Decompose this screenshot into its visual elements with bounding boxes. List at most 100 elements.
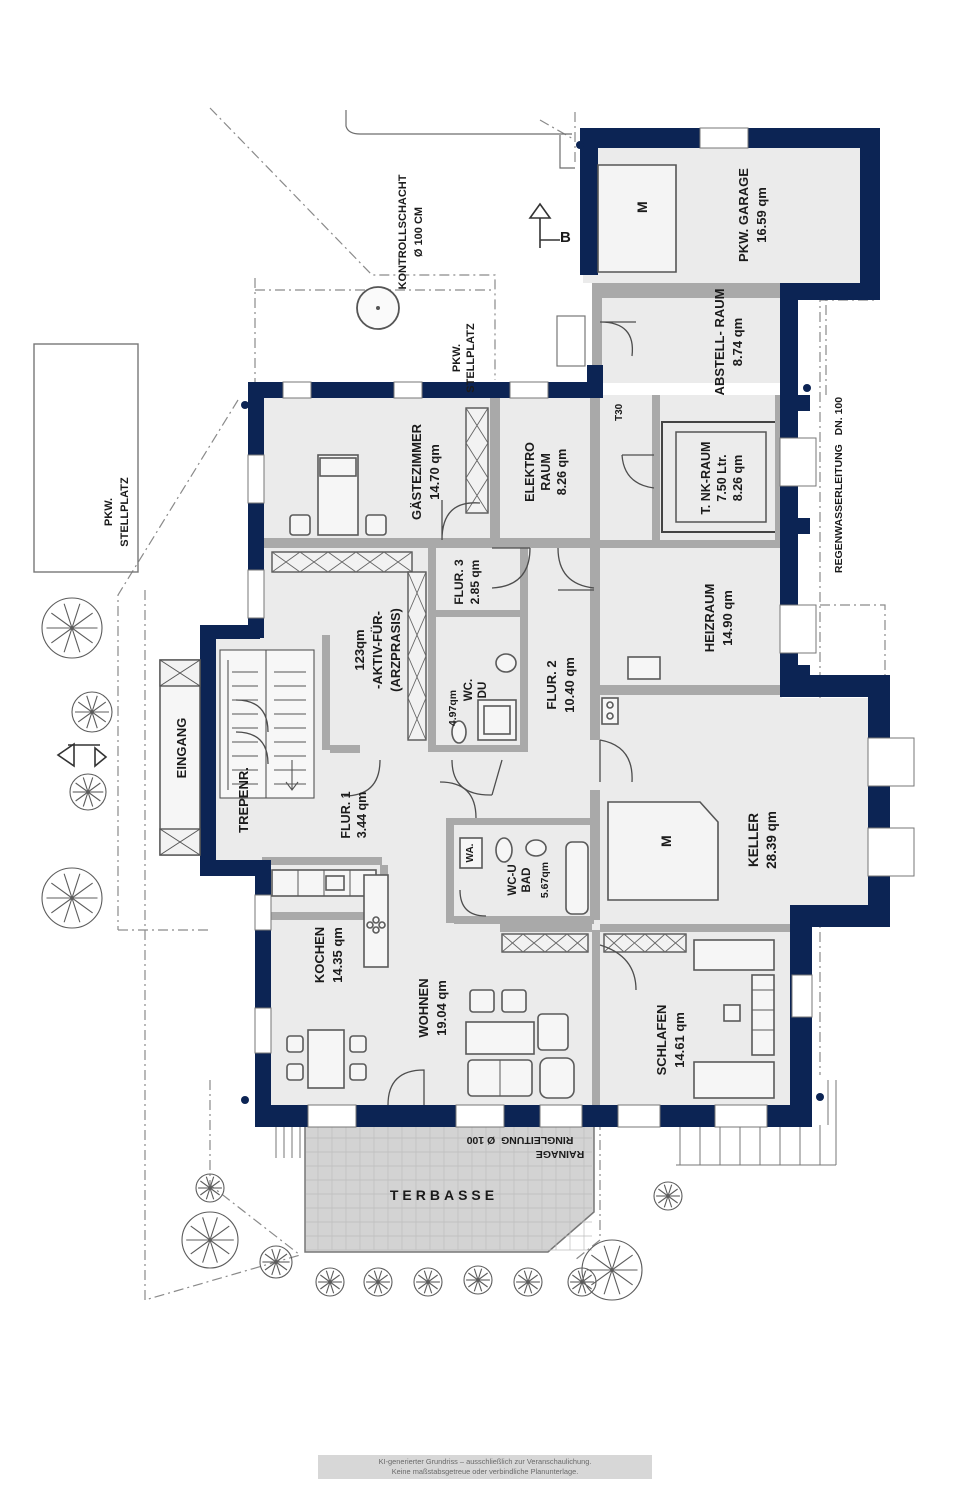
tree bbox=[181, 1211, 239, 1269]
tree-branch bbox=[209, 1187, 220, 1196]
room-abstell-label: ABSTELL- RAUM 8.74 qm bbox=[712, 289, 745, 396]
disclaimer-banner: KI-generierter Grundriss – ausschließlic… bbox=[318, 1455, 652, 1479]
tree-branch bbox=[468, 1279, 479, 1288]
tree bbox=[413, 1267, 443, 1297]
stellplatz-left-1: PKW. bbox=[103, 498, 115, 526]
tree-branch bbox=[63, 873, 73, 899]
room-eingang-label: EINGANG bbox=[174, 718, 189, 779]
abstell-name: ABSTELL- RAUM bbox=[712, 289, 727, 396]
room-heizraum-label: HEIZRAUM 14.90 qm bbox=[702, 584, 735, 653]
keller-area: 28.39 qm bbox=[764, 811, 779, 869]
flur2-name: FLUR. 2 bbox=[544, 660, 559, 709]
tree-branch bbox=[667, 1195, 678, 1204]
tree-branch bbox=[77, 711, 93, 723]
tree-branch bbox=[271, 1261, 277, 1276]
tree-branch bbox=[329, 1274, 340, 1283]
tree-branch bbox=[603, 1245, 613, 1271]
tree-branch bbox=[477, 1272, 488, 1281]
tree-branch bbox=[377, 1274, 388, 1283]
tree bbox=[315, 1267, 345, 1297]
flur2-area: 10.40 qm bbox=[562, 657, 577, 713]
tree-branch bbox=[82, 791, 89, 807]
tree-branch bbox=[581, 1281, 587, 1294]
tree-branch bbox=[377, 1281, 388, 1290]
terrasse-label: TERBASSE bbox=[390, 1187, 498, 1203]
tree-branch bbox=[320, 1281, 331, 1290]
tree-branch bbox=[581, 1270, 587, 1283]
tree-branch bbox=[275, 1261, 288, 1271]
tree-branch bbox=[373, 1270, 379, 1283]
tree-branch bbox=[271, 1248, 277, 1263]
kochen-name: KOCHEN bbox=[312, 927, 327, 983]
tree-branch bbox=[86, 711, 93, 729]
heizraum-name: HEIZRAUM bbox=[702, 584, 717, 653]
tree-branch bbox=[518, 1274, 529, 1283]
tree-branch bbox=[368, 1274, 379, 1283]
wcbad-name-1: WC-U bbox=[507, 864, 519, 895]
tree-branch bbox=[325, 1270, 331, 1283]
building bbox=[159, 127, 915, 1128]
parking-space-left bbox=[33, 343, 139, 573]
tree-branch bbox=[658, 1195, 669, 1204]
tree-branch bbox=[477, 1279, 483, 1292]
nk-area: 8.26 qm bbox=[731, 455, 745, 502]
tree-branch bbox=[329, 1270, 335, 1283]
tree-branch bbox=[209, 1187, 215, 1200]
guest-bed bbox=[289, 454, 387, 536]
section-b-label: B bbox=[560, 229, 571, 246]
praxis-area: 123qm bbox=[352, 629, 367, 670]
tree-branch bbox=[51, 627, 73, 644]
tree-branch bbox=[71, 603, 81, 629]
stellplatz-top-label: PKW. STELLPLATZ bbox=[451, 323, 477, 393]
tree-branch bbox=[190, 1225, 211, 1241]
tree-branch bbox=[71, 897, 93, 914]
tree-branch bbox=[611, 1269, 621, 1295]
tree-branch bbox=[377, 1270, 383, 1283]
entrance-arrow-marker bbox=[56, 742, 108, 768]
tree-branch bbox=[418, 1281, 429, 1290]
room-flur1-label: FLUR. 1 3.44 qm bbox=[339, 791, 369, 838]
tree-branch bbox=[572, 1274, 583, 1283]
schlafen-name: SCHLAFEN bbox=[654, 1005, 669, 1076]
tree-branch bbox=[667, 1188, 678, 1197]
nk-volume: 7.50 Ltr. bbox=[715, 454, 729, 501]
tree-branch bbox=[473, 1268, 479, 1281]
wcdu-name-1: WC. bbox=[463, 679, 475, 701]
regenwasser-text: REGENWASSERLEITUNG DN. 100 bbox=[833, 397, 845, 573]
stellplatz-left-label: PKW. STELLPLATZ bbox=[103, 477, 131, 547]
tree-branch bbox=[63, 603, 73, 629]
kontrollschacht-text: KONTROLLSCHACHT bbox=[397, 174, 409, 289]
tree-branch bbox=[190, 1239, 211, 1255]
schlafen-area: 14.61 qm bbox=[672, 1012, 687, 1068]
tree-branch bbox=[209, 1239, 230, 1255]
tree-branch bbox=[427, 1281, 433, 1294]
stellplatz-top-2: STELLPLATZ bbox=[465, 323, 477, 393]
section-marker bbox=[528, 202, 560, 248]
tree-branch bbox=[523, 1281, 529, 1294]
tree-branch bbox=[611, 1245, 621, 1271]
nk-tank-inner bbox=[675, 431, 767, 523]
tree-branch bbox=[473, 1279, 479, 1292]
tree-branch bbox=[275, 1248, 281, 1263]
tree-branch bbox=[87, 782, 101, 793]
room-garage-label: PKW. GARAGE 16.59 qm bbox=[736, 168, 769, 262]
kitchen-counter bbox=[271, 869, 389, 968]
tree-branch bbox=[603, 1269, 613, 1295]
tree-branch bbox=[418, 1274, 429, 1283]
gaeste-name: GÄSTEZIMMER bbox=[409, 423, 424, 520]
wcdu-area: 4.97qm bbox=[447, 690, 459, 726]
tree-branch bbox=[368, 1281, 379, 1290]
elektro-area: 8.26 qm bbox=[555, 449, 569, 496]
tree-branch bbox=[275, 1253, 288, 1263]
abstellraum-floor bbox=[598, 298, 780, 383]
tree-branch bbox=[202, 1217, 211, 1241]
tree-branch bbox=[51, 612, 73, 629]
door-swings bbox=[235, 321, 655, 1106]
drainage-line-1: RAINAGE bbox=[536, 1148, 584, 1160]
tree-branch bbox=[264, 1261, 277, 1271]
room-wcbad-label: WC-U BAD 5.67qm bbox=[507, 862, 551, 898]
tree bbox=[41, 597, 103, 659]
tree-branch bbox=[423, 1281, 429, 1294]
tree-branch bbox=[71, 897, 81, 923]
disclaimer-line-2: Keine maßstabsgetreue oder verbindliche … bbox=[391, 1467, 579, 1476]
